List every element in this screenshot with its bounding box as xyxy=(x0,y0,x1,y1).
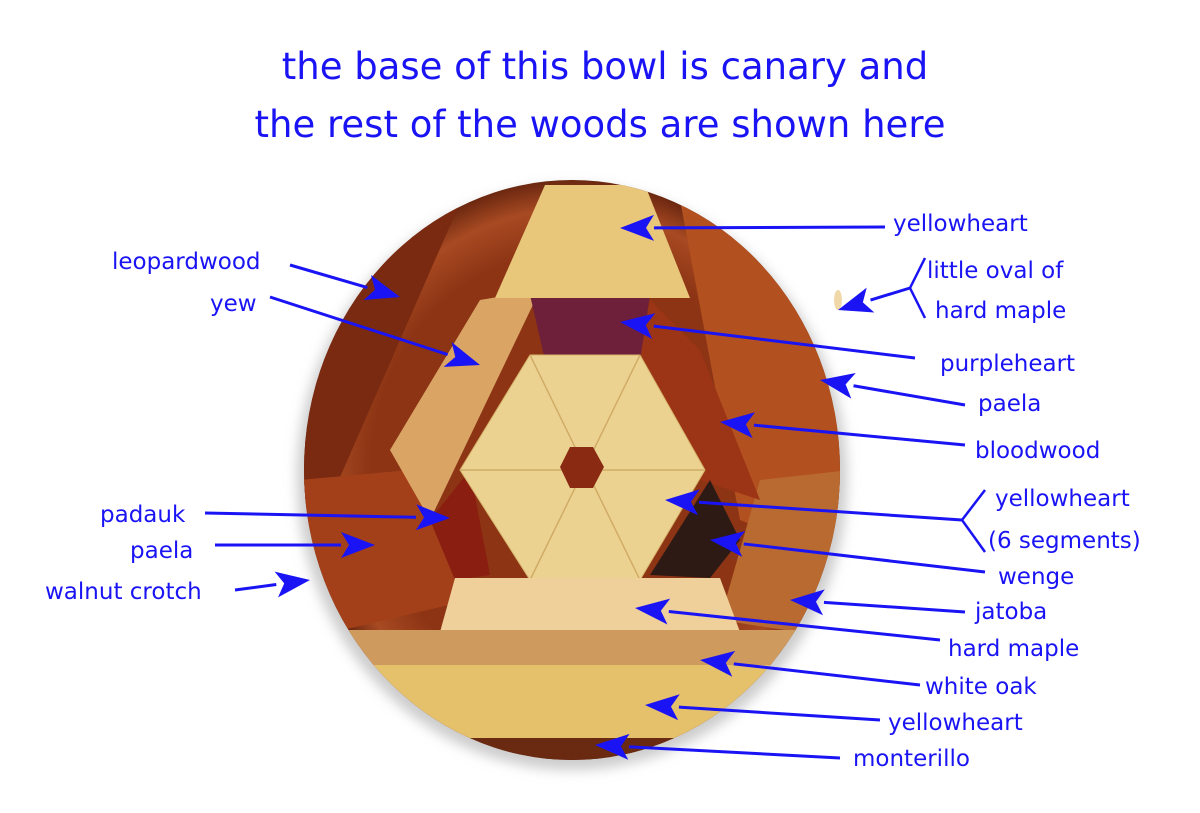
title-line-1: the base of this bowl is canary and xyxy=(281,45,929,88)
arrow-head-icon xyxy=(820,372,856,399)
arrow-head-icon xyxy=(720,412,756,439)
title-line-2: the rest of the woods are shown here xyxy=(254,103,946,146)
arrow-line xyxy=(653,324,916,360)
brackets xyxy=(908,257,987,553)
arrow-head-icon xyxy=(620,214,655,241)
label-yew: yew xyxy=(210,291,257,317)
arrow-head-icon xyxy=(710,531,746,557)
padauk-segment xyxy=(430,470,490,580)
label-bloodwood: bloodwood xyxy=(975,438,1101,464)
label-leopardwood: leopardwood xyxy=(112,249,261,275)
bloodwood-segment xyxy=(640,300,760,500)
bracket-little-oval xyxy=(908,257,927,319)
label-yellowheart-6-2: (6 segments) xyxy=(988,528,1141,554)
arrow-head-icon xyxy=(595,733,630,760)
arrow-head-icon xyxy=(274,571,310,598)
arrow-line xyxy=(653,225,886,230)
arrow-head-icon xyxy=(645,694,680,721)
arrow-line xyxy=(628,745,841,760)
arrow-line xyxy=(753,423,966,447)
label-walnut-crotch: walnut crotch xyxy=(45,579,202,605)
center-hexagon xyxy=(560,447,604,488)
arrow-head-icon xyxy=(665,489,700,516)
arrow-line xyxy=(733,662,921,687)
label-little-oval-2: hard maple xyxy=(935,298,1067,324)
arrow-line xyxy=(698,500,963,522)
yellowheart-top-segment xyxy=(495,185,690,298)
arrow-line xyxy=(289,263,368,289)
label-jatoba: jatoba xyxy=(975,599,1048,625)
arrow-head-icon xyxy=(415,504,450,531)
label-yellowheart-6-1: yellowheart xyxy=(995,486,1130,512)
arrow-head-icon xyxy=(838,287,875,313)
arrow-line xyxy=(204,511,417,519)
label-hard-maple: hard maple xyxy=(948,636,1080,662)
arrow-line xyxy=(743,542,986,574)
arrow-line xyxy=(234,583,277,592)
arrow-head-icon xyxy=(790,589,825,616)
arrow-head-icon xyxy=(620,313,656,340)
arrow-line xyxy=(668,610,941,642)
arrow-line xyxy=(870,286,911,302)
label-wenge: wenge xyxy=(998,564,1075,590)
label-yellowheart-bottom: yellowheart xyxy=(888,710,1023,736)
label-little-oval-1: little oval of xyxy=(927,258,1064,284)
arrow-head-icon xyxy=(635,598,671,625)
arrow-line xyxy=(823,600,966,614)
white-oak-band xyxy=(304,630,840,666)
arrow-head-icon xyxy=(341,532,375,558)
arrow-line xyxy=(678,705,881,722)
hard-maple-band xyxy=(440,578,740,632)
arrow-line xyxy=(853,384,966,407)
label-padauk: padauk xyxy=(100,502,186,528)
label-paela-left: paela xyxy=(130,538,194,564)
purpleheart-segment xyxy=(530,295,650,360)
label-purpleheart: purpleheart xyxy=(940,351,1076,377)
label-monterillo: monterillo xyxy=(853,746,970,772)
label-yellowheart-top: yellowheart xyxy=(893,211,1028,237)
little-oval-hard-maple xyxy=(834,290,842,310)
bracket-yellowheart xyxy=(960,489,987,553)
label-paela-right: paela xyxy=(978,391,1042,417)
arrow-head-icon xyxy=(363,275,400,300)
arrow-head-icon xyxy=(443,342,480,367)
arrow-line xyxy=(269,295,449,356)
arrow-head-icon xyxy=(700,650,736,677)
yew-segment xyxy=(390,290,540,520)
label-white-oak: white oak xyxy=(925,674,1037,700)
